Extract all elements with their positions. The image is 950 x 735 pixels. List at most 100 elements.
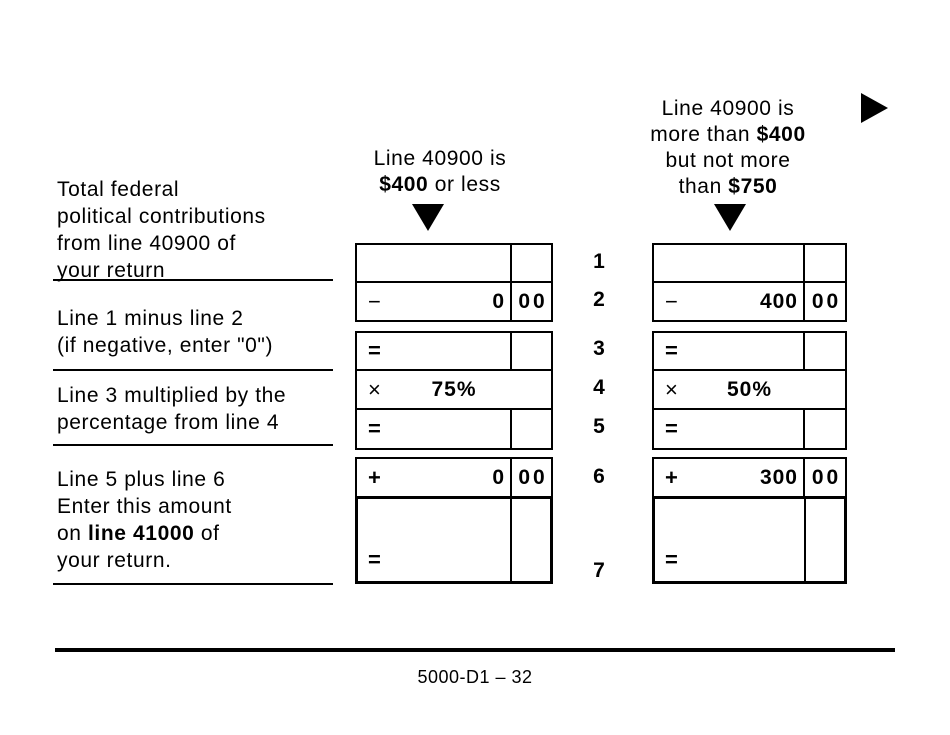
down-arrow-icon: [412, 204, 444, 231]
amount-field-a-line5-cents[interactable]: [510, 410, 551, 448]
table-row-line2: − 400 00: [654, 283, 845, 320]
cents-value: 00: [811, 466, 842, 489]
page-number: 5000-D1 – 32: [417, 667, 533, 687]
column-a-block-lines3-5: = × 75% =: [355, 331, 553, 450]
column-b-block-lines1-2: − 400 00: [652, 243, 847, 322]
continuation-arrow-icon: [861, 93, 888, 123]
header-line: than $750: [678, 175, 778, 198]
row-label-contributions: Total federal political contributions fr…: [57, 176, 266, 284]
amount-cell-a-line2: − 0: [357, 283, 510, 320]
table-row-line3: =: [357, 333, 551, 371]
label-line: Line 5 plus line 6: [57, 468, 226, 491]
label-line: Enter this amount: [57, 495, 232, 518]
down-arrow-icon: [714, 204, 746, 231]
table-row-line2: − 0 00: [357, 283, 551, 320]
amount-field-b-line7-cents[interactable]: [804, 499, 844, 581]
cents-cell-a-line6: 00: [510, 459, 551, 497]
line-number-7: 7: [593, 559, 605, 582]
percentage-value: 75%: [431, 377, 477, 401]
label-line: Total federal: [57, 178, 180, 201]
amount-value: 300: [759, 466, 798, 489]
amount-field-a-line1-dollars[interactable]: [357, 245, 510, 281]
label-line: your return: [57, 259, 166, 282]
table-row-line6: + 300 00: [654, 459, 845, 497]
plus-operator: +: [368, 465, 381, 490]
label-line: Line 1 minus line 2: [57, 307, 244, 330]
table-row-line5: =: [654, 410, 845, 448]
label-underline: [53, 444, 333, 446]
amount-value: 0: [492, 466, 505, 489]
cents-value: 00: [811, 289, 842, 313]
amount-cell-b-line6: + 300: [654, 459, 803, 497]
header-line: but not more: [665, 149, 791, 172]
amount-field-a-line7-cents[interactable]: [510, 499, 550, 581]
label-line: your return.: [57, 549, 172, 572]
column-a-header: Line 40900 is $400 or less: [340, 146, 540, 198]
percentage-cell-b-line4: × 50%: [654, 371, 845, 408]
equals-operator: =: [665, 547, 678, 572]
label-line: Line 3 multiplied by the: [57, 384, 287, 407]
table-row-line1: [654, 245, 845, 283]
label-line: (if negative, enter "0"): [57, 334, 274, 357]
column-a-block-line6: + 0 00: [355, 457, 553, 499]
label-underline: [53, 583, 333, 585]
column-b-header: Line 40900 is more than $400 but not mor…: [626, 96, 830, 200]
header-line: $400 or less: [379, 173, 501, 196]
cents-value: 00: [518, 466, 548, 489]
amount-cell-a-line6: + 0: [357, 459, 510, 497]
amount-field-b-line3-dollars[interactable]: =: [654, 333, 803, 369]
percentage-cell-a-line4: × 75%: [357, 371, 551, 408]
amount-cell-b-line2: − 400: [654, 283, 803, 320]
cents-cell-a-line2: 00: [510, 283, 551, 320]
line-number-1: 1: [593, 250, 605, 273]
amount-field-b-line7-dollars[interactable]: =: [655, 499, 804, 581]
cents-cell-b-line6: 00: [803, 459, 845, 497]
amount-field-a-line1-cents[interactable]: [510, 245, 551, 281]
multiply-operator: ×: [368, 376, 381, 402]
label-line: on line 41000 of: [57, 522, 220, 545]
percentage-value: 50%: [726, 377, 773, 401]
label-line: political contributions: [57, 205, 266, 228]
column-a-block-lines1-2: − 0 00: [355, 243, 553, 322]
plus-operator: +: [665, 465, 678, 490]
equals-operator: =: [368, 547, 381, 572]
table-row-line3: =: [654, 333, 845, 371]
amount-field-a-line5-dollars[interactable]: =: [357, 410, 510, 448]
header-line: Line 40900 is: [661, 97, 795, 120]
amount-field-b-line1-cents[interactable]: [803, 245, 845, 281]
amount-value: 0: [492, 289, 505, 313]
amount-field-b-line1-dollars[interactable]: [654, 245, 803, 281]
label-line: from line 40900 of: [57, 232, 236, 255]
row-label-line5-plus-line6: Line 5 plus line 6 Enter this amount on …: [57, 466, 232, 574]
multiply-operator: ×: [665, 376, 678, 402]
table-row-line5: =: [357, 410, 551, 448]
equals-operator: =: [368, 338, 381, 363]
amount-field-a-line7-dollars[interactable]: =: [358, 499, 510, 581]
footer-rule: [55, 648, 895, 652]
column-a-block-line7: =: [355, 496, 553, 584]
table-row-line4: × 75%: [357, 371, 551, 410]
column-b-block-line7: =: [652, 496, 847, 584]
line-number-4: 4: [593, 376, 605, 399]
header-line: Line 40900 is: [373, 147, 507, 170]
table-row-line1: [357, 245, 551, 283]
minus-operator: −: [368, 288, 381, 314]
equals-operator: =: [368, 416, 381, 441]
amount-field-b-line3-cents[interactable]: [803, 333, 845, 369]
label-underline: [53, 369, 333, 371]
row-label-line1-minus-line2: Line 1 minus line 2 (if negative, enter …: [57, 305, 273, 359]
equals-operator: =: [665, 416, 678, 441]
table-row-line6: + 0 00: [357, 459, 551, 497]
amount-value: 400: [759, 289, 798, 313]
line-number-2: 2: [593, 288, 605, 311]
column-b-block-lines3-5: = × 50% =: [652, 331, 847, 450]
row-label-line3-multiplied: Line 3 multiplied by the percentage from…: [57, 382, 286, 436]
amount-field-a-line3-dollars[interactable]: =: [357, 333, 510, 369]
amount-field-b-line5-dollars[interactable]: =: [654, 410, 803, 448]
amount-field-a-line3-cents[interactable]: [510, 333, 551, 369]
equals-operator: =: [665, 338, 678, 363]
amount-field-b-line5-cents[interactable]: [803, 410, 845, 448]
table-row-line7: =: [655, 499, 844, 581]
cents-value: 00: [518, 289, 548, 313]
